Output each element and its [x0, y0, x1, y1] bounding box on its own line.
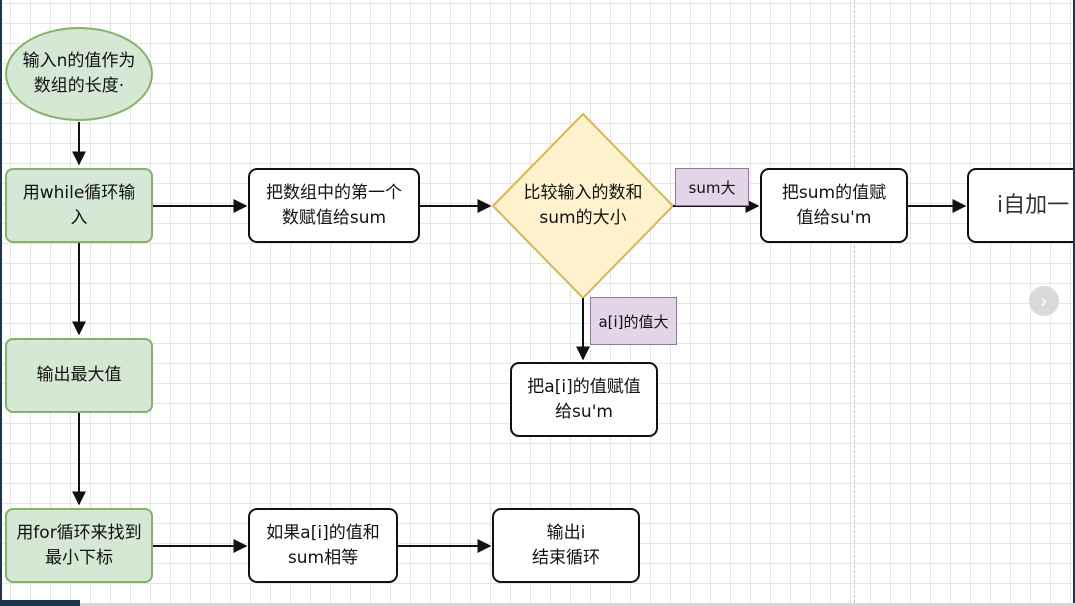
edge-label-sum-bigger: sum大 — [675, 168, 749, 206]
while-input-node[interactable]: 用while循环输 入 — [5, 168, 153, 243]
compare-node-label: 比较输入的数和 sum的大小 — [523, 183, 643, 228]
start-node[interactable]: 输入n的值作为 数组的长度· — [5, 27, 153, 121]
increment-node[interactable]: i自加一 — [967, 168, 1073, 243]
assign-first-node[interactable]: 把数组中的第一个 数赋值给sum — [248, 168, 420, 243]
page-break-line — [854, 0, 855, 603]
bottom-edge — [0, 603, 1075, 606]
for-find-node[interactable]: 用for循环来找到 最小下标 — [5, 508, 153, 583]
assign-sum-node[interactable]: 把sum的值赋 值给su'm — [760, 168, 908, 243]
bottom-tab — [0, 600, 80, 606]
chevron-right-icon[interactable]: › — [1029, 286, 1059, 316]
assign-ai-node[interactable]: 把a[i]的值赋值 给su'm — [510, 362, 658, 437]
if-equal-node[interactable]: 如果a[i]的值和 sum相等 — [248, 508, 398, 583]
output-i-node[interactable]: 输出i 结束循环 — [492, 508, 640, 583]
edge-label-ai-bigger: a[i]的值大 — [590, 297, 677, 345]
output-max-node[interactable]: 输出最大值 — [5, 338, 153, 413]
